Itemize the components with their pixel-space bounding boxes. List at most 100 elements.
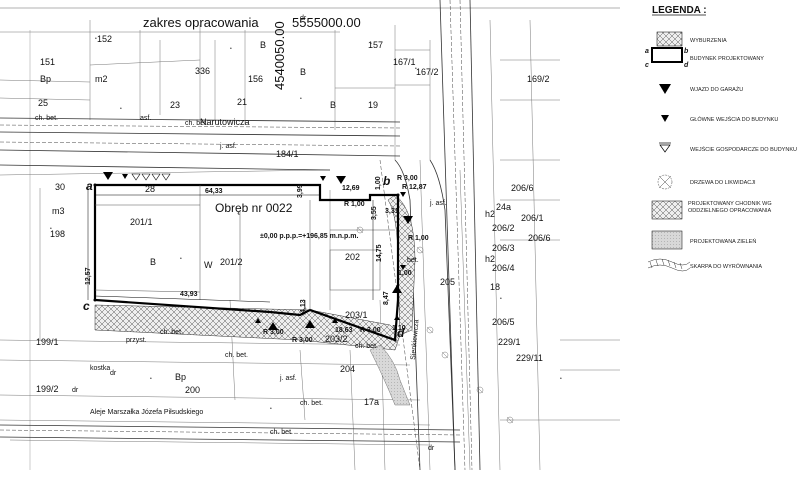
svg-text:4,13: 4,13	[300, 299, 307, 313]
svg-text:R 3,00: R 3,00	[360, 327, 381, 334]
trees-to-remove	[356, 226, 514, 424]
legend-corner-d: d	[684, 62, 689, 69]
svg-text:j. asf.: j. asf.	[219, 143, 237, 150]
svg-text:205: 205	[440, 277, 455, 287]
svg-text:3,31: 3,31	[385, 208, 399, 215]
svg-text:25: 25	[38, 98, 48, 108]
svg-text:ch. bet.: ch. bet.	[225, 352, 248, 359]
svg-text:•: •	[560, 376, 562, 382]
svg-text:•: •	[500, 296, 502, 302]
main-entrance-markers	[122, 174, 406, 323]
svg-text:17a: 17a	[364, 397, 379, 407]
legend-sidewalk-label: PROJEKTOWANY CHODNIK WG ODDZIELNEGO OPRA…	[688, 201, 772, 214]
legend-greenery-swatch	[651, 230, 683, 250]
svg-text:14,75: 14,75	[376, 244, 383, 262]
service-entrance-markers	[131, 173, 171, 181]
main-entrance-icon	[661, 115, 669, 122]
dimension-lines	[87, 185, 374, 315]
street-pilsudskiego-edges	[0, 424, 461, 443]
svg-text:19: 19	[368, 100, 378, 110]
svg-text:bet.: bet.	[407, 257, 419, 264]
svg-text:ch. bet.: ch. bet.	[185, 120, 208, 127]
svg-text:•: •	[270, 406, 272, 412]
svg-text:W: W	[204, 260, 213, 270]
svg-text:dr: dr	[72, 387, 79, 394]
svg-text:8,47: 8,47	[383, 291, 390, 305]
svg-text:167/2: 167/2	[416, 67, 439, 77]
svg-text:R 12,87: R 12,87	[402, 184, 427, 191]
svg-text:23: 23	[170, 100, 180, 110]
scope-label: zakres opracowania	[143, 15, 259, 30]
legend-greenery-label: PROJEKTOWANA ZIELEŃ	[690, 238, 756, 245]
surface-labels: ch. bet. ch. bet. przyst. kostka dr j. a…	[35, 15, 447, 452]
corner-b-label: b	[383, 174, 390, 188]
svg-text:198: 198	[50, 229, 65, 239]
svg-text:3,99: 3,99	[297, 184, 304, 198]
svg-text:•: •	[370, 41, 372, 47]
svg-text:j. asf.: j. asf.	[279, 375, 297, 382]
svg-text:157: 157	[368, 40, 383, 50]
embankment-icon	[647, 258, 691, 272]
legend-sidewalk-label-wrap: PROJEKTOWANY CHODNIK WG ODDZIELNEGO OPRA…	[688, 201, 772, 214]
svg-text:202: 202	[345, 252, 360, 262]
tree-removal-icon	[657, 174, 673, 190]
grid-coordinate-x: 4540050.00	[272, 21, 287, 90]
svg-text:12,57: 12,57	[85, 267, 92, 285]
legend-corner-b: b	[684, 48, 689, 55]
street-narutowicza-edges	[0, 117, 401, 171]
svg-text:ch. bet.: ch. bet.	[270, 429, 293, 436]
svg-text:1,00: 1,00	[398, 270, 412, 277]
svg-text:•: •	[230, 46, 232, 52]
svg-text:18: 18	[490, 282, 500, 292]
svg-text:204: 204	[340, 364, 355, 374]
svg-text:•: •	[120, 106, 122, 112]
svg-text:R 1,00: R 1,00	[344, 201, 365, 208]
projected-sidewalk	[94, 304, 401, 351]
svg-text:206/5: 206/5	[492, 317, 515, 327]
svg-text:dr: dr	[300, 15, 307, 22]
street-label-narutowicza: Narutowicza	[200, 117, 250, 127]
svg-text:151: 151	[40, 57, 55, 67]
svg-text:m3: m3	[52, 206, 65, 216]
svg-text:200: 200	[185, 385, 200, 395]
svg-text:h2: h2	[485, 254, 495, 264]
svg-text:ch. bet.: ch. bet.	[300, 400, 323, 407]
svg-text:199/2: 199/2	[36, 384, 59, 394]
corner-d-label: d	[397, 326, 405, 340]
svg-text:B: B	[150, 257, 156, 267]
svg-text:229/11: 229/11	[516, 353, 543, 363]
svg-text:152: 152	[97, 34, 112, 44]
svg-text:206/6: 206/6	[528, 233, 551, 243]
svg-text:18,63: 18,63	[335, 327, 353, 334]
svg-text:206/1: 206/1	[521, 213, 544, 223]
svg-text:199/1: 199/1	[36, 337, 59, 347]
svg-text:j. asf.: j. asf.	[429, 200, 447, 207]
legend-demolition-label: WYBURZENIA	[690, 38, 727, 44]
elevation-reference: ±0,00 p.p.p.=+196,85 m.n.p.m.	[260, 233, 358, 240]
legend-title: LEGENDA :	[652, 5, 707, 16]
svg-text:R 3,00: R 3,00	[263, 329, 284, 336]
legend-demolition-swatch	[656, 31, 683, 47]
svg-text:ch. bet.: ch. bet.	[160, 329, 183, 336]
street-label-pilsudskiego: Aleje Marszałka Józefa Piłsudskiego	[90, 409, 203, 416]
district-label: Obręb nr 0022	[215, 201, 293, 215]
svg-text:201/1: 201/1	[130, 217, 153, 227]
svg-text:h2: h2	[485, 209, 495, 219]
grid-coordinate-y: 5555000.00	[292, 15, 361, 30]
legend-embankment-label: SKARPA DO WYRÓWNANIA	[690, 263, 762, 270]
svg-text:201/2: 201/2	[220, 257, 243, 267]
svg-text:asf.: asf.	[140, 115, 151, 122]
svg-text:206/4: 206/4	[492, 263, 515, 273]
svg-text:Bp: Bp	[175, 372, 186, 382]
svg-text:1,10: 1,10	[392, 325, 406, 332]
dimension-labels: 64,33 3,99 12,69 1,00 R 3,00 R 12,87 R 1…	[85, 175, 429, 344]
building-inner-lines	[94, 185, 395, 310]
corner-c-label: c	[83, 299, 90, 313]
svg-text:R 3,00: R 3,00	[397, 175, 418, 182]
svg-text:dr: dr	[110, 370, 117, 377]
legend-sidewalk-swatch	[651, 200, 683, 220]
street-sienkiewicza-edges	[394, 0, 481, 471]
svg-text:203/1: 203/1	[345, 310, 368, 320]
